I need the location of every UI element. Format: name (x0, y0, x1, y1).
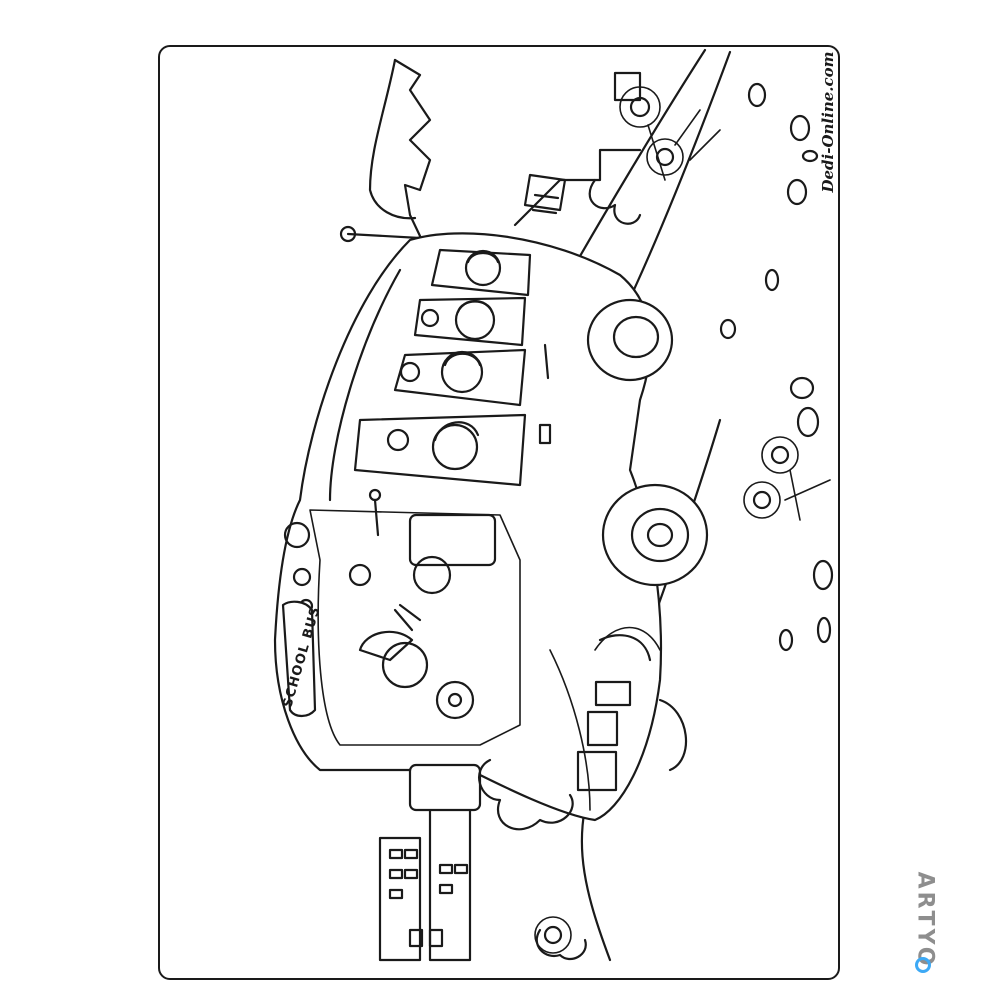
bus-grille (576, 634, 652, 792)
wheel-rear (586, 298, 674, 382)
site-watermark: Dedi-Online.com (808, 51, 848, 192)
wheel-front-lower (658, 698, 688, 772)
brand-logo-ring-icon (915, 957, 931, 973)
brand-logo-text: ARTYO (912, 871, 938, 969)
flag (339, 58, 432, 243)
wheel-front (601, 483, 709, 587)
buildings-bottom (378, 798, 472, 962)
school-bus-sign: SCHOOL BUS (280, 605, 323, 710)
bus-side-windows (353, 248, 552, 487)
flowers-bottom (534, 916, 572, 954)
stones (719, 82, 834, 652)
passenger-kids (431, 249, 502, 471)
bus-front (348, 488, 497, 812)
site-watermark-text: Dedi-Online.com (819, 51, 837, 193)
bushes (478, 178, 642, 961)
flowers-right (743, 436, 831, 521)
buildings-top (513, 71, 642, 227)
bus-headlights (281, 521, 317, 718)
